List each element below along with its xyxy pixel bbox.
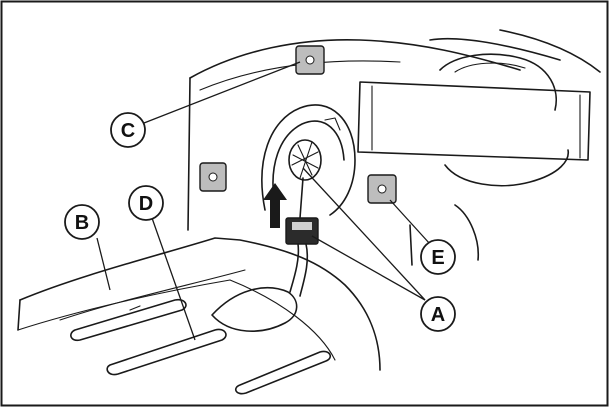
direction-arrow [263,183,287,228]
callout-c: C [110,112,146,148]
clip-e [367,174,397,204]
shaft-opening [261,104,356,216]
lower-cover-panel [17,237,381,395]
callout-a: A [420,296,456,332]
callout-e-label: E [431,247,444,269]
callout-b-label: B [75,212,89,234]
clip-c [295,45,325,75]
callout-a-label: A [431,304,445,326]
callout-b: B [64,204,100,240]
callout-d: D [128,185,164,221]
callout-d-label: D [139,193,153,215]
callout-e: E [420,239,456,275]
harness-connector [285,177,319,297]
clip-left [199,162,227,192]
leader-lines [96,61,431,341]
strap-band [357,81,591,161]
right-bracket [439,53,569,187]
callout-c-label: C [121,120,135,142]
